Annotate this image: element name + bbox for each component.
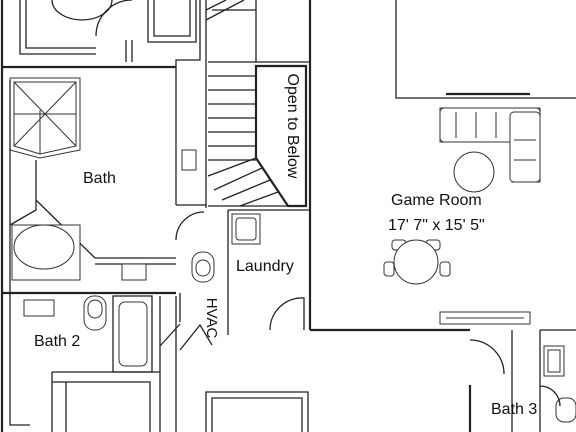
room-label-game-room: Game Room [391,192,482,209]
room-label-bath: Bath [83,170,116,187]
room-label-open-to-below: Open to Below [284,73,301,179]
laundry-room [227,209,310,335]
bath2-fixtures [9,290,213,432]
bottom-closet [205,391,309,432]
stair-area [205,0,310,208]
top-left-walls [19,0,207,208]
room-label-bath2: Bath 2 [34,333,81,350]
room-dimensions-game-room: 17' 7" x 15' 5" [388,217,485,234]
room-label-hvac: HVAC [203,297,220,339]
outer-walls [0,0,472,432]
room-label-bath3: Bath 3 [491,401,538,418]
room-label-laundry: Laundry [236,258,294,275]
master-bath-fixtures [9,77,215,290]
game-room [383,0,576,432]
